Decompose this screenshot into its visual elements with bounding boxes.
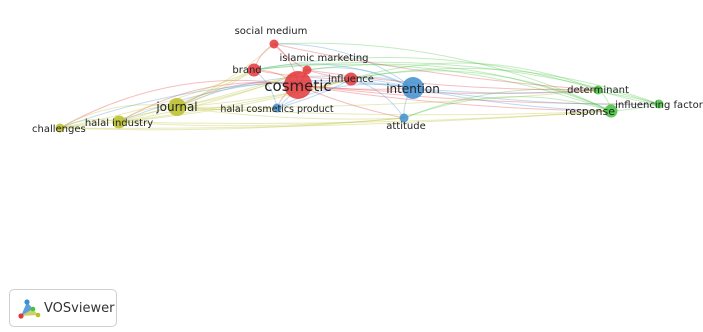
label-halal-industry[interactable]: halal industry (85, 118, 153, 129)
link-intention-social_medium (273, 43, 414, 89)
link-intention-halal_industry (118, 79, 414, 123)
link-challenges-islamic_marketing (59, 69, 308, 129)
link-social_medium-determinant (273, 43, 599, 91)
label-intention[interactable]: intention (386, 82, 440, 96)
node-attitude[interactable] (399, 113, 409, 123)
label-social-medium[interactable]: social medium (235, 26, 308, 37)
node-halal-industry[interactable] (112, 115, 126, 129)
link-halal_industry-attitude (118, 117, 405, 127)
node-intention[interactable] (402, 77, 424, 99)
label-halal-cosmetics-product[interactable]: halal cosmetics product (220, 104, 333, 115)
link-cosmetic-challenges (59, 79, 299, 129)
node-influence[interactable] (344, 72, 358, 86)
node-influencing-factor[interactable] (654, 99, 664, 109)
link-intention-challenges (59, 81, 414, 129)
node-challenges[interactable] (55, 123, 65, 133)
link-influencing_factor-influence (350, 67, 660, 105)
node-response[interactable] (604, 104, 618, 118)
link-journal-attitude (176, 106, 405, 120)
label-response[interactable]: response (565, 105, 615, 118)
link-challenges-attitude (59, 117, 405, 131)
link-determinant-influence (350, 62, 599, 91)
link-halal_cosmetics_product-influence (276, 78, 352, 109)
link-influencing_factor-attitude (403, 88, 660, 119)
label-determinant[interactable]: determinant (567, 85, 629, 96)
label-layer: cosmetic social medium islamic marketing br… (32, 26, 703, 135)
link-journal-challenges (59, 104, 178, 129)
link-intention-brand (253, 63, 414, 89)
label-brand[interactable]: brand (232, 65, 261, 76)
label-journal[interactable]: journal (155, 100, 197, 114)
label-influence[interactable]: influence (328, 74, 374, 85)
link-response-social_medium (273, 42, 612, 112)
link-intention-influencing_factor (412, 87, 660, 105)
node-halal-cosmetics-product[interactable] (272, 103, 282, 113)
app-name: VOSviewer (44, 300, 115, 316)
node-layer (55, 39, 664, 133)
node-social-medium[interactable] (269, 39, 279, 49)
link-intention-islamic_marketing (306, 67, 414, 89)
link-cosmetic-journal (176, 82, 299, 108)
link-journal-brand (176, 69, 255, 108)
link-halal_industry-brand (118, 69, 255, 123)
link-determinant-influencing_factor (597, 89, 660, 105)
link-influencing_factor-brand (253, 61, 660, 105)
link-journal-determinant (176, 89, 599, 108)
node-islamic-marketing[interactable] (302, 65, 312, 75)
link-journal-influence (176, 78, 352, 108)
link-response-islamic_marketing (306, 63, 612, 112)
link-response-brand (253, 63, 612, 112)
link-response-influence (350, 70, 612, 112)
link-cosmetic-halal_industry (118, 82, 299, 123)
link-halal_industry-response (118, 110, 612, 124)
link-journal-social_medium (176, 43, 275, 108)
link-challenges-influence (59, 78, 352, 129)
node-cosmetic[interactable] (284, 71, 312, 99)
label-influencing-factor[interactable]: influencing factor (615, 100, 703, 111)
link-cosmetic-determinant (297, 84, 599, 94)
label-attitude[interactable]: attitude (386, 121, 426, 132)
link-intention-response (412, 87, 612, 112)
link-cosmetic-response (297, 84, 612, 112)
node-determinant[interactable] (593, 85, 603, 95)
link-challenges-brand (59, 69, 255, 129)
link-challenges-response (59, 110, 612, 129)
link-determinant-brand (253, 56, 599, 91)
label-cosmetic[interactable]: cosmetic (264, 77, 331, 95)
label-challenges[interactable]: challenges (32, 124, 86, 135)
link-intention-determinant (412, 87, 599, 94)
link-response-attitude (403, 96, 612, 119)
vosviewer-logo-icon (18, 299, 41, 319)
node-journal[interactable] (168, 98, 186, 116)
node-brand[interactable] (247, 63, 261, 77)
label-islamic-marketing[interactable]: islamic marketing (279, 53, 368, 64)
link-intention-halal_cosmetics_product (276, 83, 414, 109)
link-halal_industry-influence (118, 78, 352, 123)
link-cosmetic-influencing_factor (297, 84, 660, 105)
link-journal-response (176, 106, 612, 116)
link-journal-halal_cosmetics_product (176, 106, 278, 111)
link-islamic_marketing-determinant (306, 69, 599, 91)
vosviewer-badge[interactable]: VOSviewer (9, 289, 117, 327)
